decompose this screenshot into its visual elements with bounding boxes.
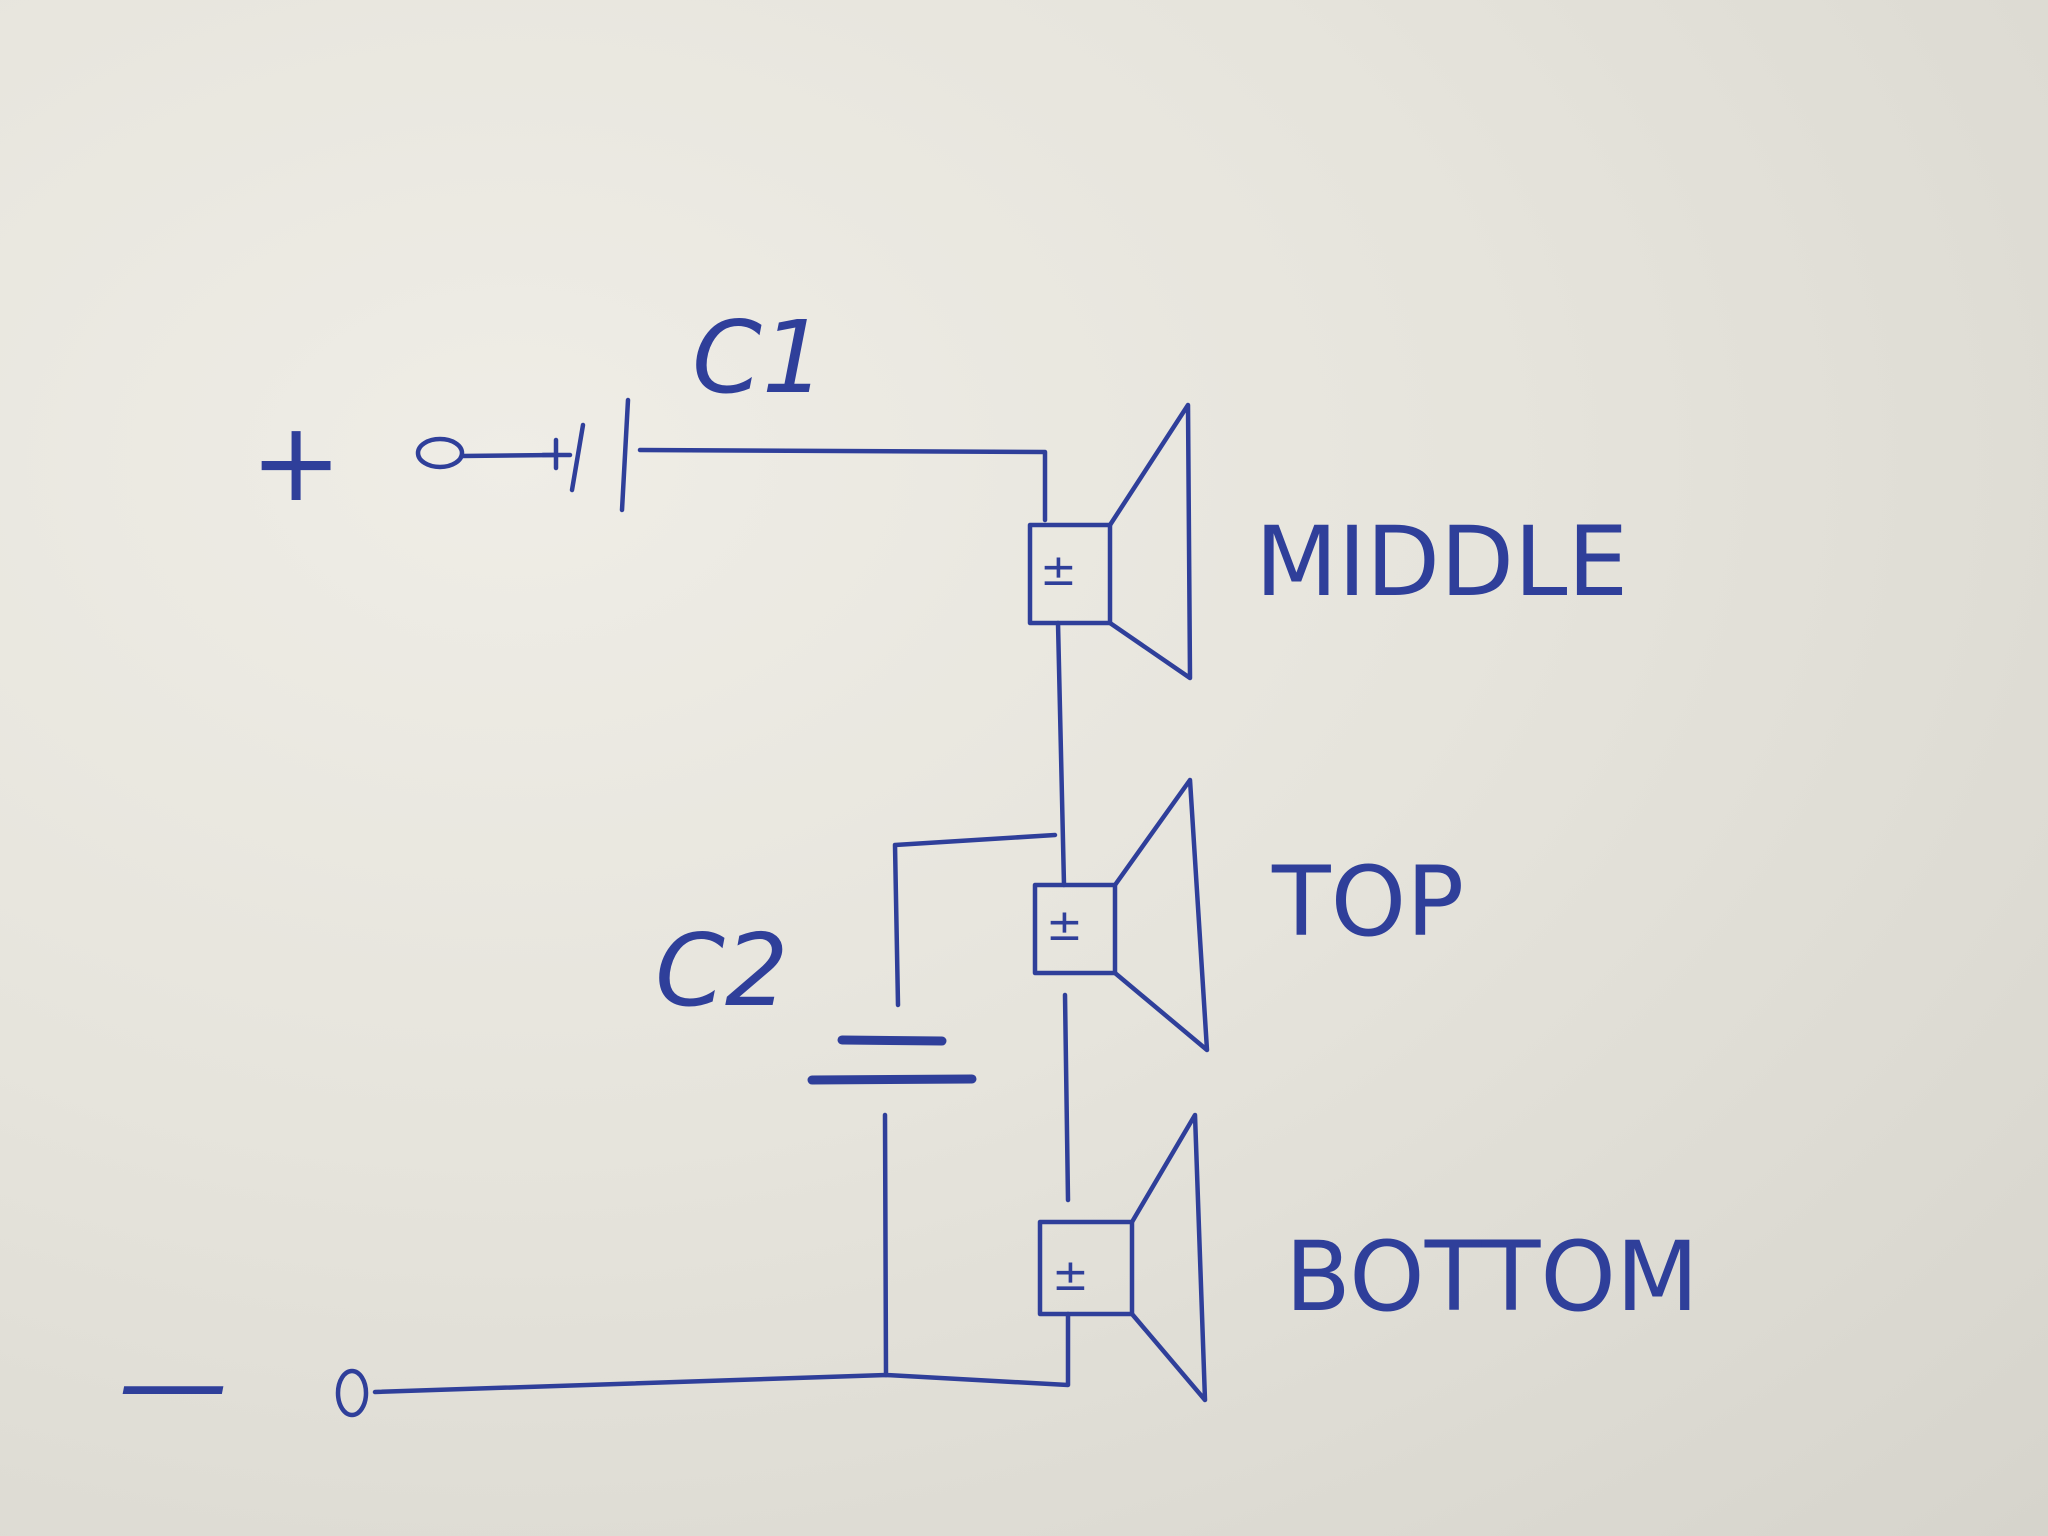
speaker-bottom-polarity: ±	[1052, 1250, 1089, 1301]
wire-middle-to-top	[1055, 620, 1067, 888]
negative-terminal-node	[335, 1368, 369, 1418]
wire-top-to-bottom	[1062, 992, 1071, 1203]
capacitor-c1	[540, 397, 631, 513]
speaker-middle-label: MIDDLE	[1255, 506, 1628, 618]
c1-plate-left	[569, 422, 586, 493]
positive-terminal-node	[415, 436, 465, 470]
c2-plate-bottom	[807, 1074, 977, 1085]
speaker-top: ±	[1032, 777, 1210, 1053]
capacitor-c2	[807, 1035, 977, 1085]
c2-plate-top	[837, 1035, 947, 1046]
c1-plate-right	[619, 397, 631, 513]
wire-top-to-c2	[892, 832, 1058, 1008]
speaker-top-cone	[1112, 777, 1210, 1053]
speaker-middle-polarity: ±	[1040, 545, 1077, 596]
wire-c2-to-bus	[882, 1112, 889, 1378]
c1-polarity-mark	[540, 437, 573, 471]
speaker-top-magnet	[1032, 882, 1118, 976]
negative-terminal-label: —	[118, 1318, 228, 1446]
speaker-top-polarity: ±	[1046, 900, 1083, 951]
speaker-bottom-cone	[1129, 1112, 1208, 1403]
capacitor-c1-label: C1	[692, 299, 825, 416]
speaker-top-label: TOP	[1271, 846, 1464, 958]
positive-terminal-label: +	[250, 398, 342, 526]
capacitor-c2-label: C2	[655, 912, 788, 1029]
speaker-middle-cone	[1107, 402, 1193, 681]
speaker-bottom-magnet	[1037, 1219, 1135, 1317]
wire-negative-bus	[372, 1311, 1071, 1395]
wire-c1-to-middle	[637, 447, 1048, 523]
speaker-middle: ±	[1027, 402, 1193, 681]
speaker-bottom-label: BOTTOM	[1285, 1221, 1699, 1333]
speaker-middle-magnet	[1027, 522, 1113, 626]
wire-positive-to-c1	[459, 452, 558, 459]
speaker-bottom: ±	[1037, 1112, 1208, 1403]
